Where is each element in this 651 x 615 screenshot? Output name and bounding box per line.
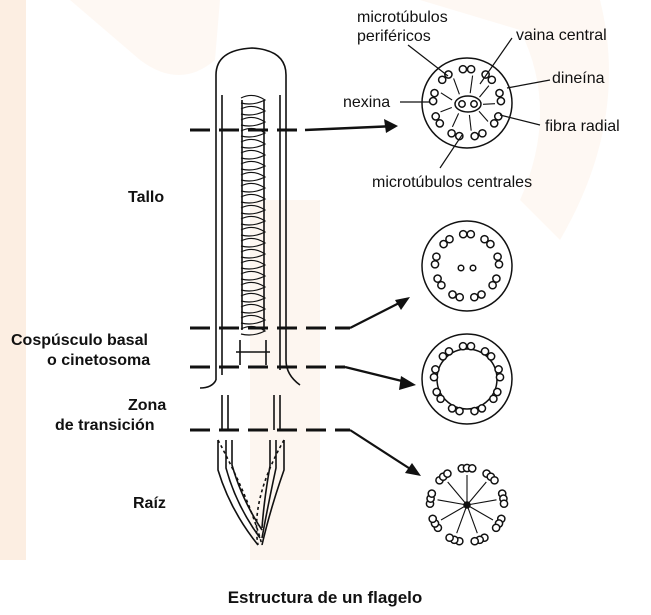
basal-doublet bbox=[495, 261, 502, 268]
label-zona-1: Zona bbox=[128, 397, 166, 414]
transition-doublet bbox=[490, 395, 497, 402]
basal-doublet bbox=[449, 291, 456, 298]
transition-doublet bbox=[488, 353, 495, 360]
peripheral-doublet bbox=[479, 130, 486, 137]
peripheral-doublet bbox=[430, 98, 437, 105]
label-vaina-central: vaina central bbox=[516, 27, 607, 44]
peripheral-doublet bbox=[497, 98, 504, 105]
helix-turn bbox=[241, 95, 265, 104]
basal-doublet bbox=[467, 231, 474, 238]
transition-doublet bbox=[437, 395, 444, 402]
basal-doublet bbox=[434, 275, 441, 282]
transition-doublet bbox=[471, 408, 478, 415]
peripheral-doublet bbox=[448, 130, 455, 137]
radial-spoke bbox=[454, 78, 460, 94]
radial-spoke bbox=[469, 115, 471, 131]
transition-doublet bbox=[430, 374, 437, 381]
label-cuerpo-basal-2: o cinetosoma bbox=[47, 352, 150, 369]
basal-doublet bbox=[446, 236, 453, 243]
triplet-microtubule bbox=[444, 470, 451, 477]
peripheral-doublet bbox=[439, 76, 446, 83]
basal-doublet bbox=[433, 253, 440, 260]
basal-doublet bbox=[478, 291, 485, 298]
peripheral-doublet bbox=[436, 120, 443, 127]
triplet-microtubule bbox=[491, 477, 498, 484]
transition-doublet bbox=[445, 348, 452, 355]
peripheral-doublet bbox=[459, 66, 466, 73]
transition-doublet bbox=[433, 388, 440, 395]
transition-doublet bbox=[459, 343, 466, 350]
peripheral-doublet bbox=[432, 113, 439, 120]
transition-doublet bbox=[449, 405, 456, 412]
helix-turn bbox=[241, 106, 265, 115]
radial-spoke bbox=[441, 108, 452, 112]
basal-doublet bbox=[431, 261, 438, 268]
helix-turn bbox=[241, 183, 265, 192]
helix-turn bbox=[241, 117, 265, 126]
radial-spoke bbox=[483, 104, 495, 105]
radial-spoke bbox=[470, 76, 472, 94]
transition-doublet bbox=[439, 353, 446, 360]
radial-spoke bbox=[480, 86, 489, 98]
peripheral-doublet bbox=[431, 90, 438, 97]
peripheral-doublet bbox=[496, 90, 503, 97]
basal-doublet bbox=[487, 241, 494, 248]
basal-doublet bbox=[456, 294, 463, 301]
peripheral-doublet bbox=[471, 133, 478, 140]
transition-doublet bbox=[456, 408, 463, 415]
triplet-microtubule bbox=[469, 465, 476, 472]
label-perifericos-2: periféricos bbox=[357, 28, 431, 45]
helix-turn bbox=[241, 161, 265, 170]
triplet-microtubule bbox=[429, 515, 436, 522]
triplet-microtubule bbox=[446, 534, 453, 541]
helix-turn bbox=[241, 150, 265, 159]
label-tallo: Tallo bbox=[128, 189, 164, 206]
cartwheel-spoke bbox=[457, 505, 467, 533]
triplet-microtubule bbox=[471, 538, 478, 545]
label-raiz: Raíz bbox=[133, 495, 166, 512]
basal-doublet bbox=[460, 231, 467, 238]
radial-spoke bbox=[441, 93, 452, 100]
transition-doublet bbox=[478, 405, 485, 412]
basal-doublet bbox=[489, 282, 496, 289]
transition-doublet bbox=[495, 366, 502, 373]
label-dineina: dineína bbox=[552, 70, 605, 87]
label-cuerpo-basal-1: Cospúsculo basal bbox=[11, 332, 148, 349]
radial-spoke bbox=[479, 111, 488, 121]
cross-sections bbox=[422, 58, 512, 545]
basal-doublet bbox=[471, 294, 478, 301]
label-zona-2: de transición bbox=[55, 417, 155, 434]
helix-turn bbox=[241, 139, 265, 148]
background-accent bbox=[0, 0, 609, 560]
triplet-microtubule bbox=[428, 490, 435, 497]
helix-turn bbox=[241, 172, 265, 181]
transition-doublet bbox=[481, 348, 488, 355]
cartwheel-spoke bbox=[441, 505, 467, 520]
transition-doublet bbox=[432, 366, 439, 373]
flagellum-left-foot bbox=[200, 380, 216, 388]
triplet-microtubule bbox=[493, 524, 500, 531]
radial-spoke bbox=[452, 113, 458, 127]
label-nexina: nexina bbox=[343, 94, 390, 111]
label-fibra-radial: fibra radial bbox=[545, 118, 620, 135]
region-labels: Tallo Cospúsculo basal o cinetosoma Zona… bbox=[11, 189, 166, 512]
cartwheel-spoke bbox=[467, 505, 493, 520]
triplet-microtubule bbox=[500, 500, 507, 507]
cartwheel-spoke bbox=[467, 505, 477, 533]
peripheral-doublet bbox=[488, 76, 495, 83]
label-centrales: microtúbulos centrales bbox=[372, 174, 532, 191]
peripheral-doublet bbox=[495, 113, 502, 120]
peripheral-doublet bbox=[468, 66, 475, 73]
transition-doublet bbox=[467, 343, 474, 350]
transition-doublet bbox=[496, 374, 503, 381]
peripheral-doublet bbox=[491, 120, 498, 127]
label-perifericos-1: microtúbulos bbox=[357, 9, 448, 26]
basal-doublet bbox=[494, 253, 501, 260]
figure-caption: Estructura de un flagelo bbox=[228, 588, 423, 607]
level-arrowheads bbox=[384, 119, 421, 476]
transition-doublet bbox=[494, 388, 501, 395]
